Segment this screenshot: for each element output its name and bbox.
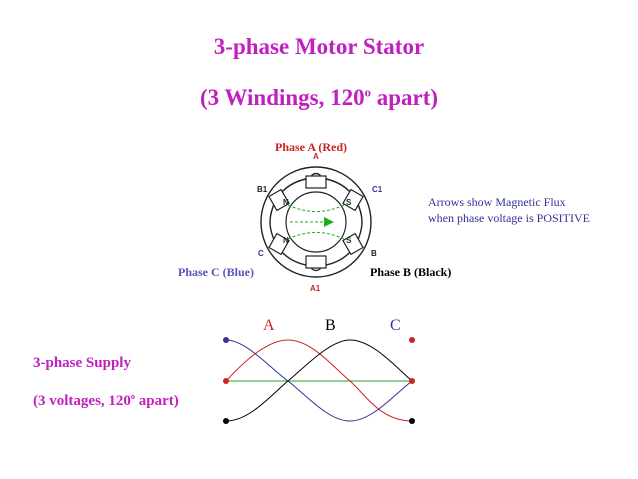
- dot-a-start: [223, 378, 229, 384]
- stator-outer-ring: [260, 166, 372, 278]
- flux-note: Arrows show Magnetic Flux when phase vol…: [428, 194, 590, 226]
- terminal-a1: A1: [310, 284, 321, 293]
- pole-tooth-bottom: [305, 255, 327, 269]
- dot-a-end: [409, 337, 415, 343]
- terminal-c1: C1: [372, 185, 383, 194]
- waveform-c: [225, 339, 413, 422]
- dot-b-end: [409, 418, 415, 424]
- supply-subtitle-pre: (3 voltages, 120: [33, 393, 131, 409]
- dot-a-mid: [409, 378, 415, 384]
- supply-title: 3-phase Supply: [33, 355, 131, 371]
- terminal-c: C: [258, 249, 264, 258]
- label-phase-c: Phase C (Blue): [178, 265, 254, 279]
- wave-label-a: A: [263, 317, 275, 334]
- dot-c-start: [223, 337, 229, 343]
- title-line-1: 3-phase Motor Stator: [213, 34, 425, 59]
- pole-tooth-upper-left: [268, 188, 290, 212]
- flux-arrow: [324, 217, 334, 227]
- flux-note-line-2: when phase voltage is POSITIVE: [428, 211, 590, 225]
- wave-label-c: C: [390, 317, 401, 334]
- flux-note-line-1: Arrows show Magnetic Flux: [428, 195, 566, 209]
- pole-n-upper: N: [283, 198, 289, 207]
- title-line-2-post: apart): [370, 85, 439, 110]
- terminal-a: A: [313, 152, 319, 161]
- dot-b-start: [223, 418, 229, 424]
- supply-subtitle: (3 voltages, 120o apart): [33, 392, 179, 410]
- flux-line-lower: [287, 232, 345, 240]
- pole-s-lower: S: [346, 236, 352, 245]
- wave-label-b: B: [325, 317, 336, 334]
- pole-tooth-upper-right: [342, 188, 364, 212]
- label-phase-b: Phase B (Black): [370, 265, 452, 279]
- pole-s-upper: S: [346, 198, 352, 207]
- title-line-2: (3 Windings, 120o apart): [0, 85, 638, 111]
- degree-sup: o: [364, 85, 371, 100]
- supply-subtitle-post: apart): [135, 393, 179, 409]
- supply-degree-sup: o: [130, 392, 136, 401]
- pole-tooth-lower-left: [268, 232, 290, 256]
- pole-tooth-lower-right: [342, 232, 364, 256]
- flux-line-upper: [287, 204, 345, 212]
- title-line-2-pre: (3 Windings, 120: [199, 85, 365, 110]
- pole-tooth-top: [305, 175, 327, 189]
- terminal-b: B: [371, 249, 377, 258]
- pole-n-lower: N: [283, 236, 289, 245]
- waveform-b: [225, 339, 413, 422]
- terminal-b1: B1: [257, 185, 268, 194]
- label-phase-a: Phase A (Red): [275, 140, 347, 154]
